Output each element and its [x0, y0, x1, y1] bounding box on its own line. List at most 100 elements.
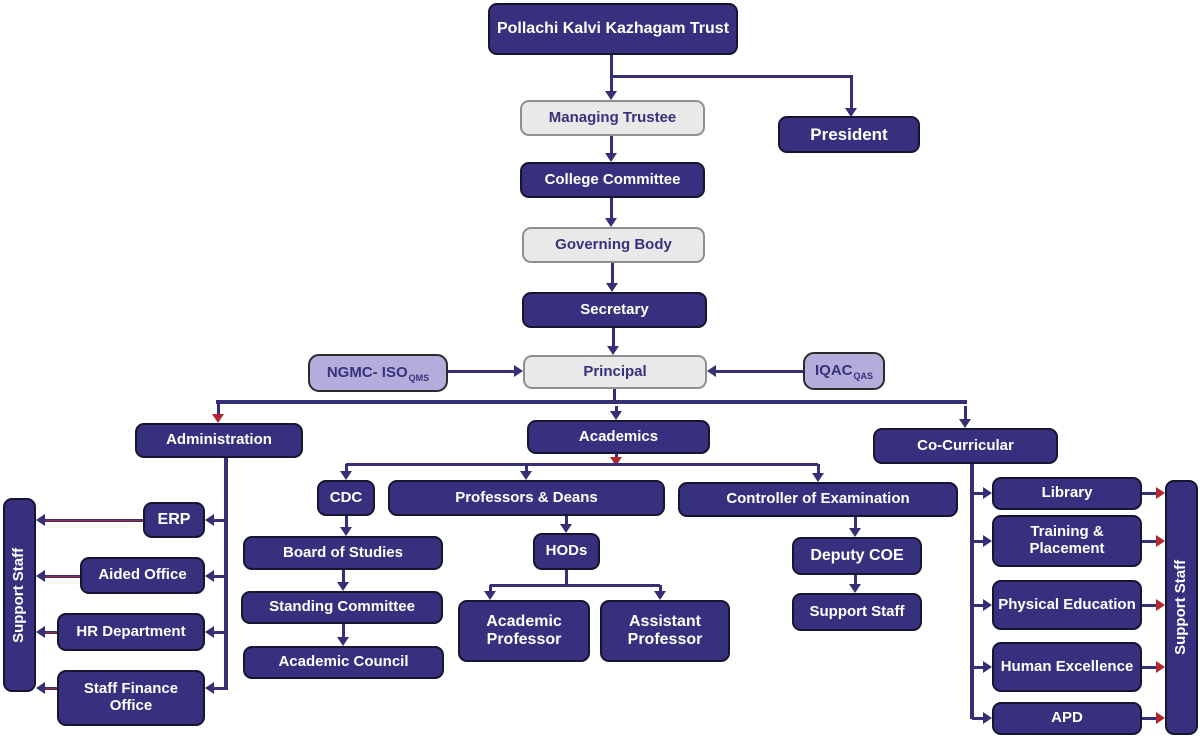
connector-line: [658, 585, 662, 592]
connector-line: [44, 686, 57, 690]
connector-line: [488, 585, 492, 592]
org-box-academic-professor: Academic Professor: [458, 600, 590, 662]
connector-line: [853, 575, 857, 585]
arrowhead-right-red: [1156, 487, 1165, 499]
org-box-standing-committee: Standing Committee: [241, 591, 443, 624]
arrowhead-down: [606, 283, 618, 292]
connector-line: [213, 630, 226, 634]
org-box-label: Support Staff: [10, 547, 28, 643]
org-box-label: Controller of Examination: [726, 490, 910, 508]
connector-line: [611, 328, 615, 347]
arrowhead-down: [654, 591, 666, 600]
org-box-label: Principal: [583, 362, 647, 380]
connector-line: [972, 665, 984, 669]
connector-line: [1142, 665, 1157, 669]
org-box-label: Academic Professor: [486, 613, 562, 648]
org-box-managing-trustee: Managing Trustee: [520, 100, 705, 136]
arrowhead-down: [959, 419, 971, 428]
connector-line: [970, 464, 974, 719]
arrowhead-down: [520, 471, 532, 480]
arrowhead-left: [36, 570, 45, 582]
org-box-label: Physical Education: [998, 595, 1136, 613]
org-box-label: ERP: [157, 511, 191, 529]
arrowhead-down: [560, 524, 572, 533]
org-box-library: Library: [992, 477, 1142, 510]
org-box-academic-council: Academic Council: [243, 646, 444, 679]
arrowhead-left: [36, 626, 45, 638]
arrowhead-down: [812, 473, 824, 482]
connector-line: [1142, 491, 1157, 495]
org-box-governing-body: Governing Body: [522, 227, 705, 263]
arrowhead-left: [205, 570, 214, 582]
arrowhead-right-red: [1156, 599, 1165, 611]
connector-line: [609, 55, 613, 92]
arrowhead-down: [340, 471, 352, 480]
org-box-staff-finance-office: Staff Finance Office: [57, 670, 205, 726]
org-box-subscript: QMS: [408, 372, 430, 383]
org-box-label: Library: [1041, 484, 1093, 502]
connector-line: [972, 716, 984, 720]
org-box-label: HODs: [545, 542, 588, 560]
org-box-label: Secretary: [580, 300, 649, 318]
org-box-label: Managing Trustee: [548, 108, 677, 126]
org-box-human-excellence: Human Excellence: [992, 642, 1142, 692]
connector-line: [216, 402, 220, 415]
org-box-label: Human Excellence: [1000, 657, 1134, 675]
connector-line: [341, 570, 345, 583]
arrowhead-left: [205, 626, 214, 638]
org-box-support-staff-right: Support Staff: [1165, 480, 1198, 735]
org-box-hr-department: HR Department: [57, 613, 205, 651]
connector-line: [614, 406, 618, 412]
org-box-aided-office: Aided Office: [80, 557, 205, 594]
arrowhead-down-red: [212, 414, 224, 423]
connector-line: [716, 369, 803, 373]
arrowhead-right: [983, 487, 992, 499]
org-box-erp: ERP: [143, 502, 205, 538]
connector-line: [213, 686, 226, 690]
org-box-professors-deans: Professors & Deans: [388, 480, 665, 516]
org-box-controller-examination: Controller of Examination: [678, 482, 958, 517]
org-box-label: Administration: [166, 431, 272, 449]
org-box-label: NGMC- ISO: [326, 363, 408, 381]
connector-line: [344, 516, 348, 528]
arrowhead-right-red: [1156, 535, 1165, 547]
org-box-label: Assistant Professor: [627, 613, 703, 648]
connector-line: [849, 76, 853, 109]
connector-line: [44, 518, 143, 522]
connector-line: [612, 389, 616, 402]
org-box-label: Co-Curricular: [917, 436, 1014, 454]
org-box-support-staff-exam: Support Staff: [792, 593, 922, 631]
arrowhead-down-red: [610, 457, 622, 466]
org-box-secretary: Secretary: [522, 292, 707, 328]
org-box-label: Professors & Deans: [455, 488, 598, 506]
connector-line: [972, 491, 984, 495]
arrowhead-down: [340, 527, 352, 536]
arrowhead-right: [983, 712, 992, 724]
org-box-label: Standing Committee: [269, 598, 415, 616]
arrowhead-down: [484, 591, 496, 600]
org-box-cdc: CDC: [317, 480, 375, 516]
org-box-label: CDC: [329, 488, 363, 506]
arrowhead-left: [36, 514, 45, 526]
org-box-subscript: QAS: [853, 370, 873, 381]
org-box-college-committee: College Committee: [520, 162, 705, 198]
arrowhead-left: [36, 682, 45, 694]
org-box-label: IQAC: [814, 361, 853, 379]
arrowhead-down: [849, 528, 861, 537]
arrowhead-down: [337, 637, 349, 646]
connector-line: [853, 517, 857, 529]
org-box-label: President: [810, 124, 888, 144]
org-box-trust: Pollachi Kalvi Kazhagam Trust: [488, 3, 738, 55]
connector-line: [490, 583, 660, 587]
connector-line: [344, 464, 348, 473]
arrowhead-right: [983, 599, 992, 611]
connector-line: [341, 624, 345, 638]
connector-line: [213, 574, 226, 578]
connector-line: [610, 263, 614, 284]
arrowhead-right-red: [1156, 661, 1165, 673]
org-box-label: Training & Placement: [1029, 523, 1105, 557]
org-box-label: APD: [1051, 709, 1083, 727]
arrowhead-right: [983, 661, 992, 673]
arrowhead-left: [205, 682, 214, 694]
org-box-label: Aided Office: [98, 566, 187, 584]
